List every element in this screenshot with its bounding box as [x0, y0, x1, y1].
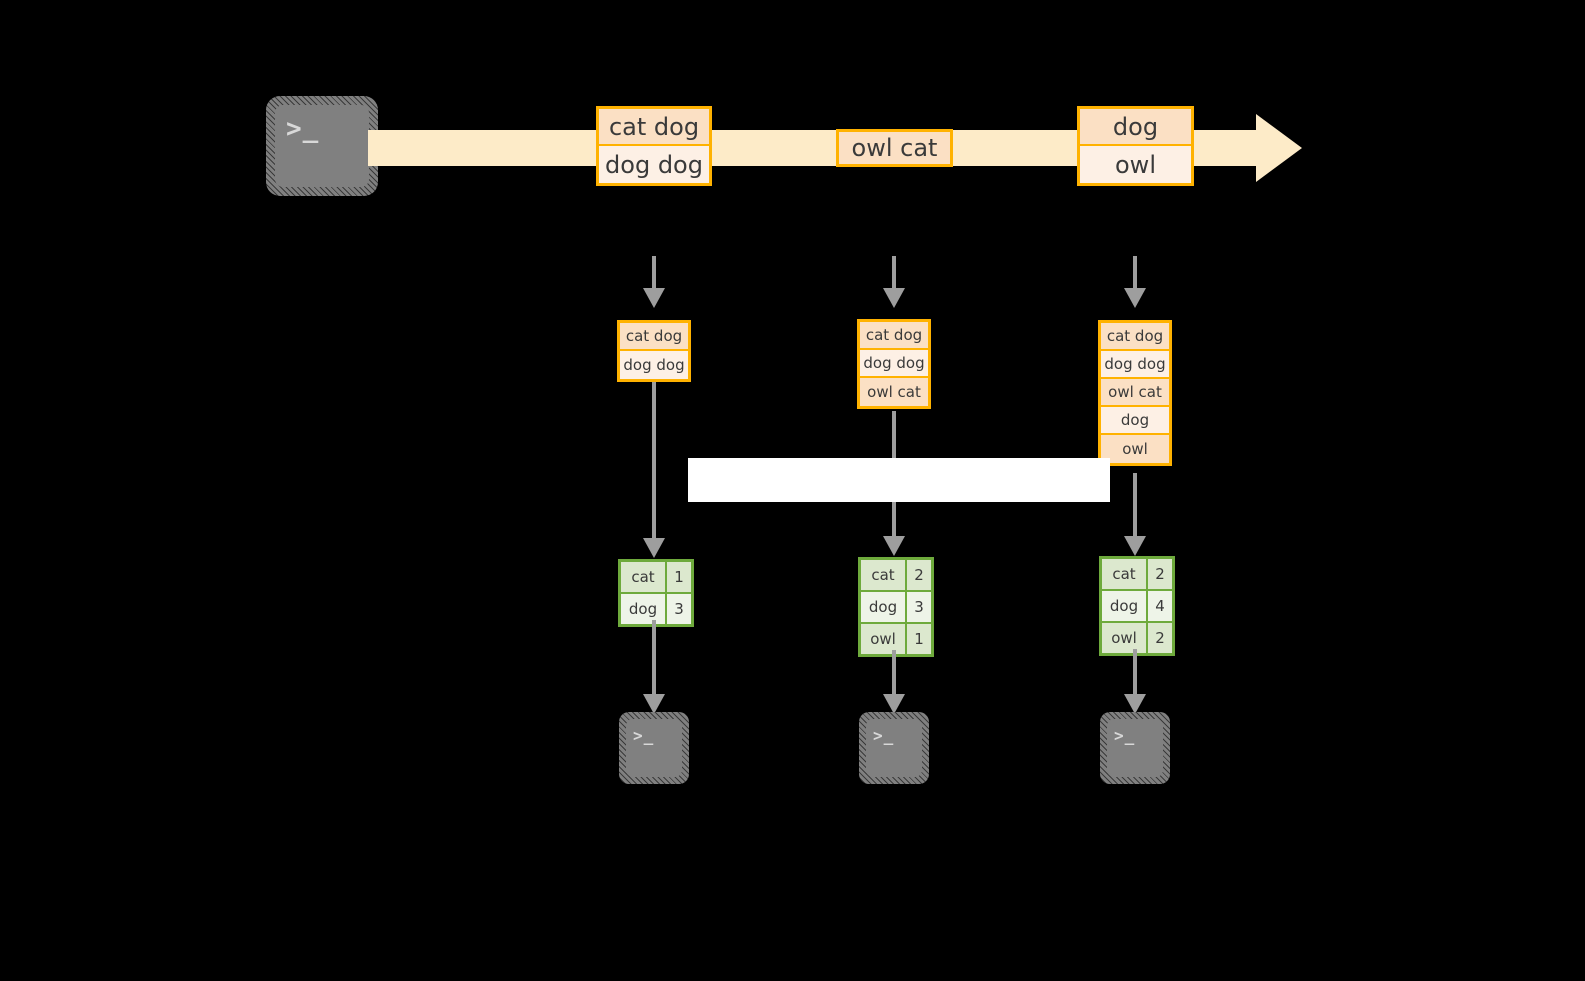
- result-row: dog 3: [621, 594, 691, 624]
- result-count: 2: [907, 560, 931, 590]
- column-2-sink-terminal-icon: >_: [859, 712, 929, 784]
- input-row: owl: [1101, 435, 1169, 463]
- column-2-trigger-arrowhead: [883, 288, 905, 308]
- result-word: dog: [1102, 591, 1148, 621]
- column-1-result-table[interactable]: cat 1 dog 3: [618, 559, 694, 627]
- input-row: cat dog: [620, 323, 688, 351]
- column-3-sink-line: [1133, 649, 1137, 706]
- result-word: cat: [1102, 559, 1148, 589]
- terminal-prompt-glyph: >_: [286, 114, 320, 144]
- result-word: owl: [1102, 623, 1148, 653]
- column-3-query-line: [1133, 473, 1137, 552]
- result-count: 1: [667, 562, 691, 592]
- stream-event-line: owl cat: [839, 132, 950, 164]
- terminal-screen: [866, 719, 922, 777]
- result-row: cat 2: [1102, 559, 1172, 591]
- column-1-sink-arrowhead: [643, 694, 665, 714]
- result-row: dog 4: [1102, 591, 1172, 623]
- stream-event-line: dog: [1080, 109, 1191, 146]
- column-2-result-table[interactable]: cat 2 dog 3 owl 1: [858, 557, 934, 657]
- input-row: dog: [1101, 407, 1169, 435]
- result-word: dog: [861, 592, 907, 622]
- column-1-query-line: [652, 382, 656, 552]
- result-count: 3: [907, 592, 931, 622]
- column-1-trigger-arrowhead: [643, 288, 665, 308]
- column-2-trigger-line: [892, 256, 896, 292]
- column-1-input-table[interactable]: cat dog dog dog: [617, 320, 691, 382]
- stream-event-3[interactable]: dog owl: [1077, 106, 1194, 186]
- terminal-prompt-glyph: >_: [873, 726, 895, 745]
- column-3-trigger-arrowhead: [1124, 288, 1146, 308]
- column-1-query-arrowhead: [643, 538, 665, 558]
- result-word: dog: [621, 594, 667, 624]
- result-word: cat: [621, 562, 667, 592]
- result-word: cat: [861, 560, 907, 590]
- input-row: owl cat: [1101, 379, 1169, 407]
- column-3-result-table[interactable]: cat 2 dog 4 owl 2: [1099, 556, 1175, 656]
- result-row: cat 2: [861, 560, 931, 592]
- input-row: cat dog: [1101, 323, 1169, 351]
- column-1-sink-terminal-icon: >_: [619, 712, 689, 784]
- column-3-input-table[interactable]: cat dog dog dog owl cat dog owl: [1098, 320, 1172, 466]
- column-1-sink-line: [652, 620, 656, 706]
- column-1-trigger-line: [652, 256, 656, 292]
- column-3-sink-arrowhead: [1124, 694, 1146, 714]
- query-label: word count query: [688, 458, 1110, 502]
- input-row: owl cat: [860, 378, 928, 406]
- result-word: owl: [861, 624, 907, 654]
- event-stream-arrowhead: [1256, 114, 1302, 182]
- input-row: cat dog: [860, 322, 928, 350]
- stream-event-line: dog dog: [599, 146, 709, 183]
- result-row: cat 1: [621, 562, 691, 594]
- column-3-trigger-line: [1133, 256, 1137, 292]
- result-count: 1: [907, 624, 931, 654]
- result-count: 4: [1148, 591, 1172, 621]
- terminal-prompt-glyph: >_: [1114, 726, 1136, 745]
- column-3-query-arrowhead: [1124, 536, 1146, 556]
- stream-event-2[interactable]: owl cat: [836, 129, 953, 167]
- stream-event-line: owl: [1080, 146, 1191, 183]
- input-row: dog dog: [860, 350, 928, 378]
- column-2-input-table[interactable]: cat dog dog dog owl cat: [857, 319, 931, 409]
- column-2-sink-line: [892, 650, 896, 706]
- result-count: 2: [1148, 559, 1172, 589]
- input-row: dog dog: [1101, 351, 1169, 379]
- column-2-query-arrowhead: [883, 536, 905, 556]
- source-terminal-icon: >_: [266, 96, 378, 196]
- stream-event-1[interactable]: cat dog dog dog: [596, 106, 712, 186]
- terminal-screen: [626, 719, 682, 777]
- terminal-screen: [275, 105, 369, 187]
- result-row: owl 2: [1102, 623, 1172, 653]
- column-2-sink-arrowhead: [883, 694, 905, 714]
- column-3-sink-terminal-icon: >_: [1100, 712, 1170, 784]
- result-row: owl 1: [861, 624, 931, 654]
- result-count: 2: [1148, 623, 1172, 653]
- terminal-prompt-glyph: >_: [633, 726, 655, 745]
- result-count: 3: [667, 594, 691, 624]
- stream-event-line: cat dog: [599, 109, 709, 146]
- input-row: dog dog: [620, 351, 688, 379]
- result-row: dog 3: [861, 592, 931, 624]
- terminal-screen: [1107, 719, 1163, 777]
